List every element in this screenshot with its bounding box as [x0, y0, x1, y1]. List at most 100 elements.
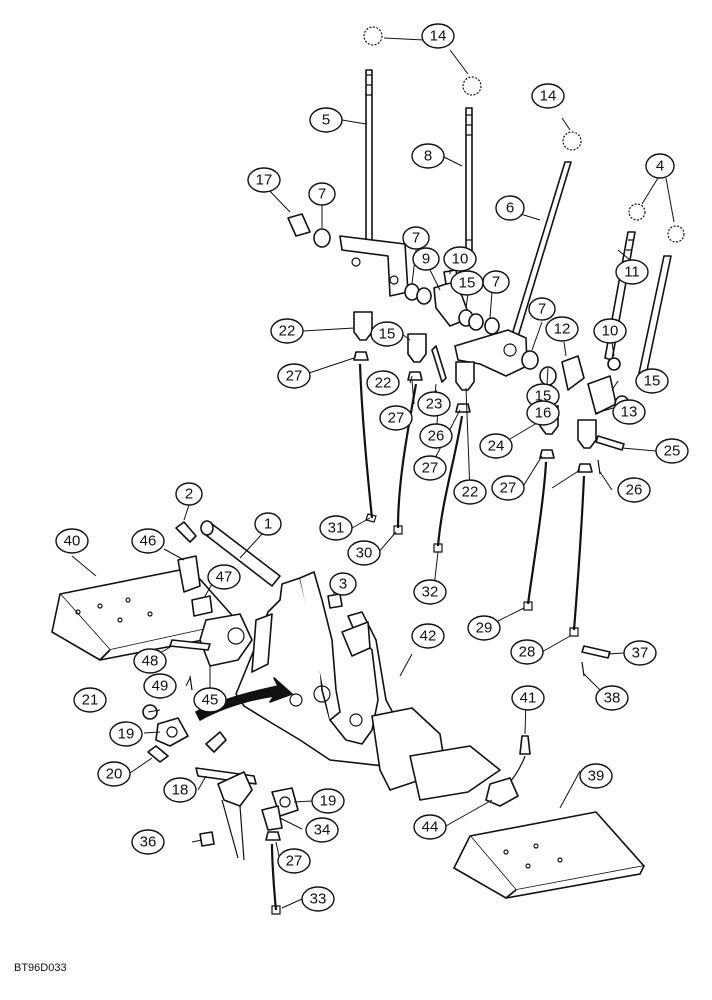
pedal-39 [453, 811, 645, 899]
svg-text:46: 46 [140, 533, 157, 550]
callout-27: 27 [277, 363, 311, 389]
svg-text:10: 10 [452, 251, 469, 268]
callout-49: 49 [143, 673, 177, 699]
callout-27: 27 [379, 405, 413, 431]
svg-text:3: 3 [339, 576, 347, 593]
callout-6: 6 [495, 195, 525, 221]
callout-40: 40 [55, 528, 89, 554]
figure-reference-code: BT96D033 [14, 962, 67, 974]
callout-23: 23 [417, 391, 451, 417]
callout-11: 11 [615, 259, 649, 285]
lever-5 [339, 69, 409, 297]
svg-text:19: 19 [320, 793, 337, 810]
svg-text:21: 21 [82, 692, 99, 709]
svg-text:22: 22 [462, 484, 479, 501]
svg-text:27: 27 [422, 460, 439, 477]
lever-6 [454, 161, 572, 377]
callout-37: 37 [623, 640, 657, 666]
svg-text:39: 39 [588, 768, 605, 785]
svg-text:5: 5 [322, 112, 330, 129]
callout-28: 28 [510, 639, 544, 665]
callout-19: 19 [311, 788, 345, 814]
pin-25 [595, 435, 625, 451]
svg-text:32: 32 [422, 584, 439, 601]
pin-37 [581, 645, 611, 659]
callout-24: 24 [479, 433, 513, 459]
callout-16: 16 [526, 400, 560, 426]
callout-1: 1 [254, 512, 282, 536]
callout-7: 7 [402, 226, 430, 250]
callout-26: 26 [419, 423, 453, 449]
callout-19: 19 [109, 721, 143, 747]
cross-shaft-1-end [200, 520, 214, 536]
knob-14-mid [462, 76, 482, 96]
callout-31: 31 [319, 515, 353, 541]
svg-text:7: 7 [412, 230, 420, 247]
cotter-pin-26b [597, 459, 601, 475]
svg-text:33: 33 [310, 891, 327, 908]
svg-text:26: 26 [428, 428, 445, 445]
callout-34: 34 [305, 817, 339, 843]
svg-text:27: 27 [388, 410, 405, 427]
nut-36 [199, 831, 215, 847]
svg-text:1: 1 [264, 516, 272, 533]
callout-42: 42 [411, 623, 445, 649]
svg-text:12: 12 [554, 321, 571, 338]
callout-7: 7 [528, 297, 556, 321]
svg-text:19: 19 [118, 726, 135, 743]
bolt-20 [147, 745, 169, 763]
callout-48: 48 [133, 648, 167, 674]
callout-14: 14 [421, 23, 455, 49]
knob-14-left [363, 26, 383, 46]
svg-text:37: 37 [632, 645, 649, 662]
callout-14: 14 [531, 83, 565, 109]
svg-text:25: 25 [664, 443, 681, 460]
svg-text:15: 15 [535, 388, 552, 405]
pivot-cluster-lower [521, 350, 630, 415]
callout-2: 2 [175, 482, 203, 506]
callout-46: 46 [131, 528, 165, 554]
svg-text:34: 34 [314, 822, 331, 839]
parts-artwork [51, 26, 685, 915]
washer-7-top [313, 228, 331, 248]
svg-text:48: 48 [142, 653, 159, 670]
grease-fitting-41 [519, 735, 531, 755]
svg-text:40: 40 [64, 533, 81, 550]
callout-21: 21 [73, 687, 107, 713]
svg-text:26: 26 [626, 482, 643, 499]
svg-text:45: 45 [202, 692, 219, 709]
cotter-pin-38 [581, 661, 585, 677]
svg-text:10: 10 [602, 323, 619, 340]
callout-36: 36 [131, 829, 165, 855]
svg-text:14: 14 [430, 28, 447, 45]
svg-text:27: 27 [286, 368, 303, 385]
nut-3 [327, 593, 343, 609]
svg-text:22: 22 [375, 375, 392, 392]
svg-text:14: 14 [540, 88, 557, 105]
svg-text:44: 44 [422, 819, 439, 836]
pedal-pivot-arm [169, 555, 253, 691]
callout-39: 39 [579, 763, 613, 789]
svg-text:24: 24 [488, 438, 505, 455]
callout-8: 8 [411, 143, 445, 169]
callout-22: 22 [366, 370, 400, 396]
callout-20: 20 [97, 761, 131, 787]
svg-text:2: 2 [185, 486, 193, 503]
svg-text:38: 38 [604, 690, 621, 707]
knob-4-left [628, 203, 646, 221]
svg-text:20: 20 [106, 766, 123, 783]
callout-33: 33 [301, 886, 335, 912]
rods [270, 363, 586, 915]
callout-12: 12 [545, 316, 579, 342]
callout-41: 41 [511, 685, 545, 711]
svg-text:9: 9 [422, 251, 430, 268]
svg-text:22: 22 [279, 323, 296, 340]
svg-text:18: 18 [172, 782, 189, 799]
callout-9: 9 [412, 247, 440, 271]
callout-7: 7 [308, 182, 336, 206]
callout-15: 15 [635, 368, 669, 394]
pin-23 [431, 345, 447, 383]
callout-29: 29 [467, 615, 501, 641]
svg-text:29: 29 [476, 620, 493, 637]
